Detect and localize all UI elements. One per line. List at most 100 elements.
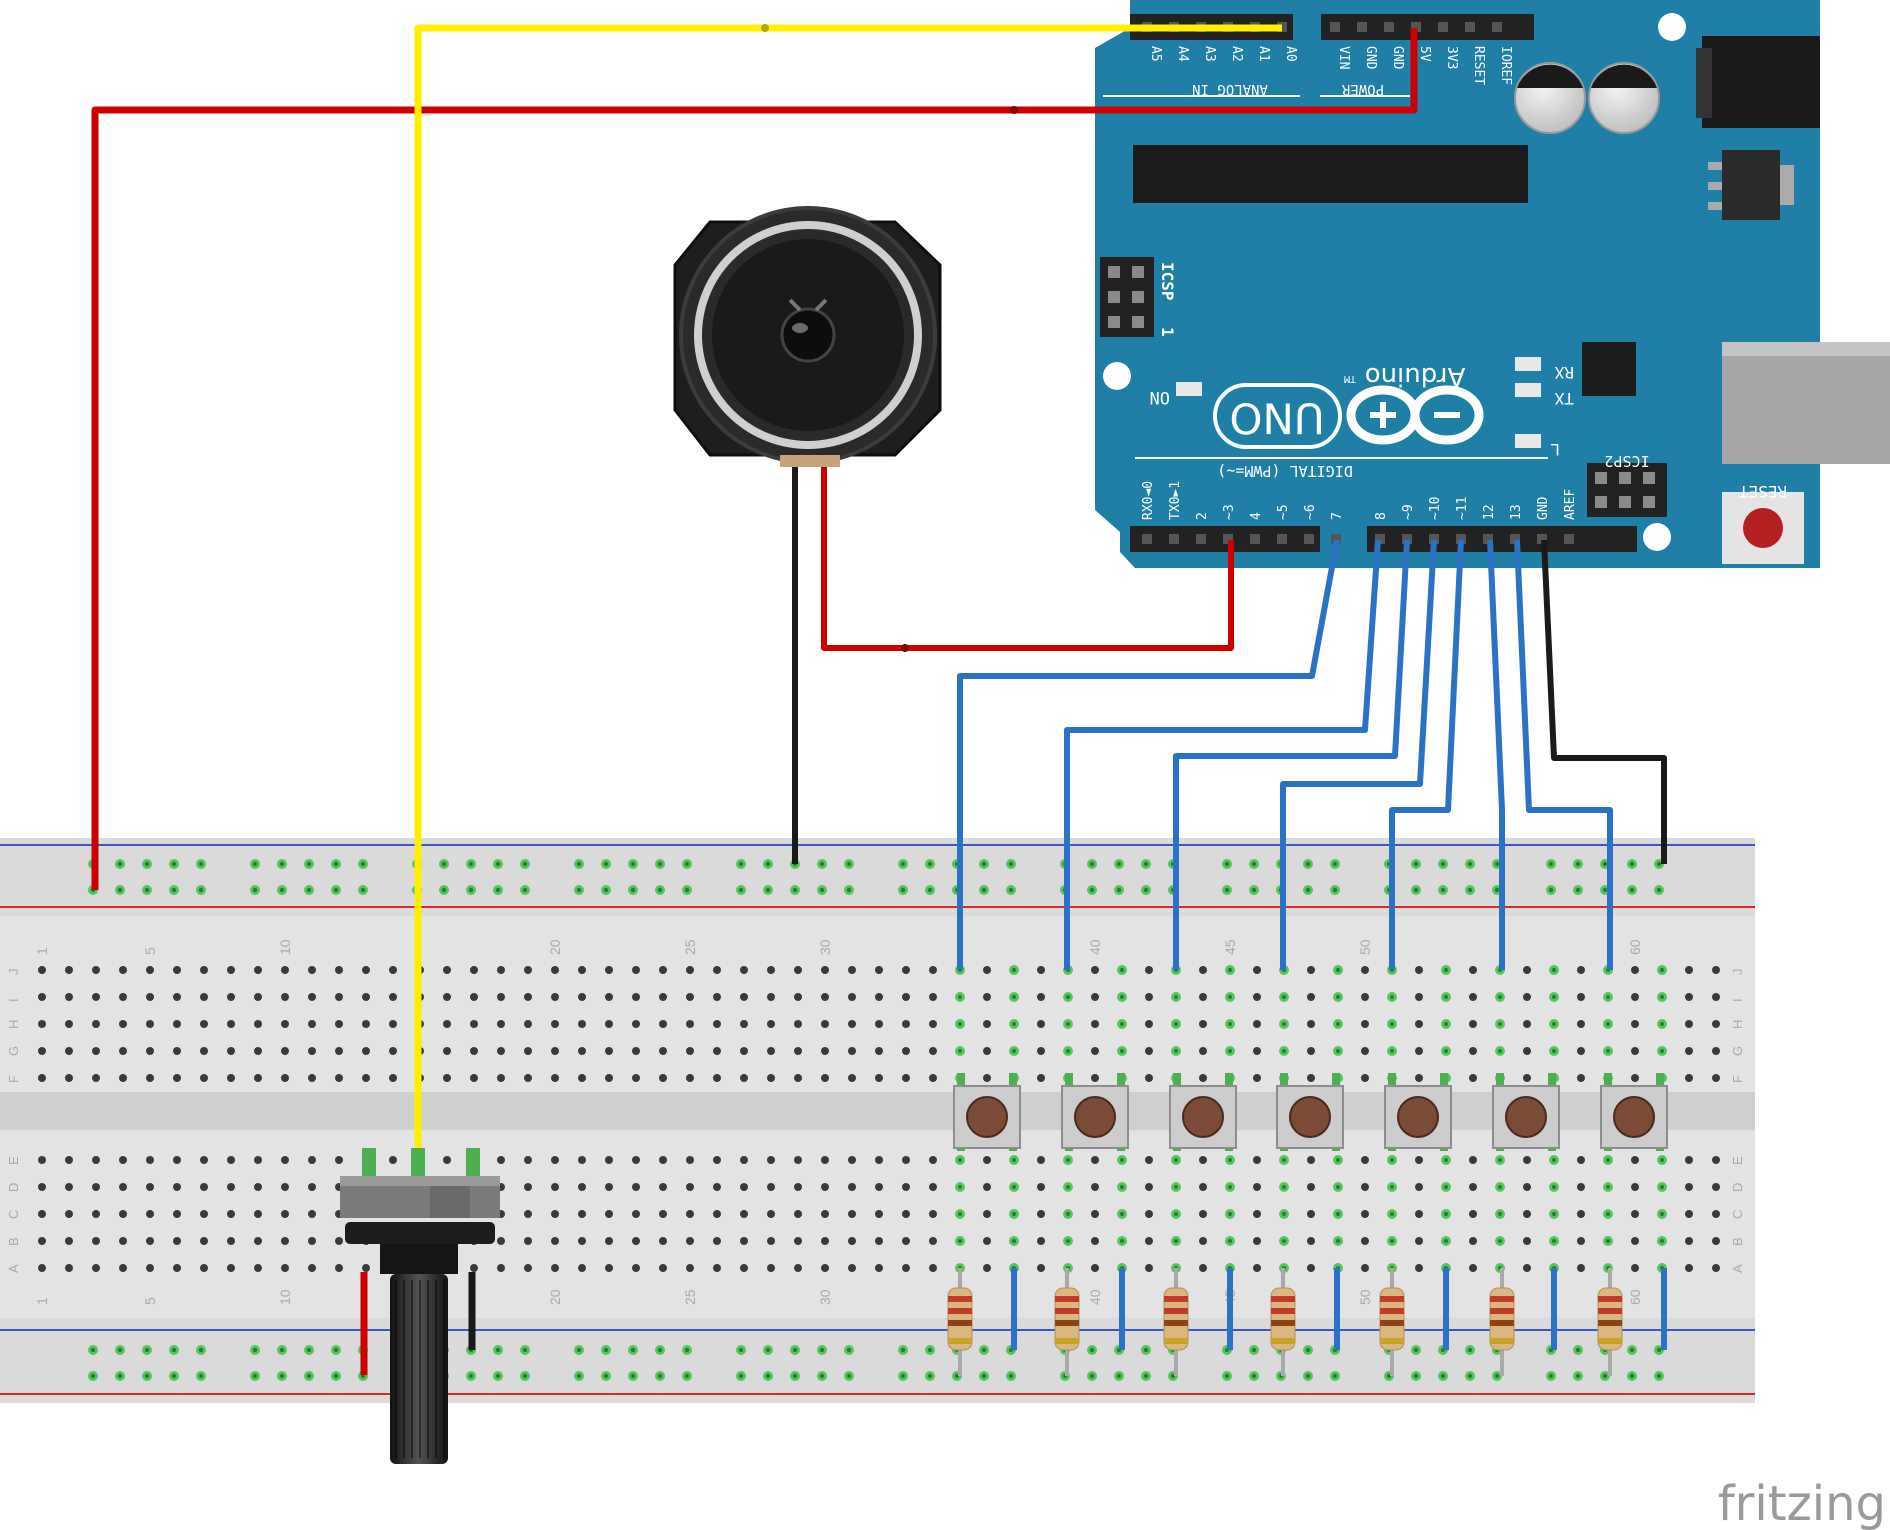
pot-knob[interactable]	[390, 1274, 448, 1464]
resistor-band	[1055, 1296, 1079, 1302]
rail-hole-core	[819, 887, 825, 893]
breadboard-hole	[767, 966, 775, 974]
breadboard-hole-core	[1444, 1022, 1448, 1026]
breadboard-hole	[1037, 1237, 1045, 1245]
breadboard-hole	[1253, 993, 1261, 1001]
rail-hole-core	[1332, 861, 1338, 867]
rail-hole-core	[171, 1373, 177, 1379]
breadboard-hole	[1415, 1237, 1423, 1245]
icsp2-pin	[1595, 496, 1607, 508]
rail-hole-core	[1467, 887, 1473, 893]
resistor-band	[948, 1320, 972, 1326]
icsp-pin	[1108, 291, 1120, 303]
breadboard-hole	[821, 1156, 829, 1164]
wire-a0-yellow	[414, 24, 1282, 1158]
breadboard-hole	[1145, 966, 1153, 974]
speaker	[673, 206, 942, 467]
rail-hole-core	[117, 887, 123, 893]
push-button[interactable]	[953, 1073, 1021, 1151]
breadboard-hole-core	[1228, 1185, 1232, 1189]
breadboard-hole	[1577, 1237, 1585, 1245]
push-button-cap	[1182, 1096, 1224, 1138]
breadboard-hole	[875, 966, 883, 974]
rail-hole-core	[522, 1373, 528, 1379]
rail-hole-core	[1089, 1373, 1095, 1379]
digital-pin-label: ~5	[1276, 504, 1291, 520]
breadboard-hole	[1091, 1074, 1099, 1082]
power-header	[1321, 14, 1534, 40]
breadboard-hole	[227, 1237, 235, 1245]
rail-hole-core	[1008, 861, 1014, 867]
breadboard-hole	[686, 1183, 694, 1191]
rail-hole-core	[171, 887, 177, 893]
breadboard-hole	[1415, 1047, 1423, 1055]
rail-hole-core	[117, 1373, 123, 1379]
rail-hole-core	[360, 861, 366, 867]
breadboard-hole-core	[1012, 995, 1016, 999]
rail-hole-core	[1413, 1373, 1419, 1379]
push-button[interactable]	[1600, 1073, 1668, 1151]
row-letter: D	[1730, 1183, 1745, 1192]
power-pin-label: GND	[1390, 46, 1405, 70]
rail-hole-core	[1251, 1373, 1257, 1379]
breadboard-hole	[497, 1264, 505, 1272]
breadboard-hole	[173, 993, 181, 1001]
breadboard-hole	[1199, 1210, 1207, 1218]
row-letter: J	[6, 969, 21, 976]
power-pin-label: 3V3	[1444, 46, 1459, 69]
breadboard-hole-core	[1228, 1049, 1232, 1053]
icsp2-label: ICSP2	[1604, 452, 1649, 470]
breadboard-hole	[146, 993, 154, 1001]
resistor-band	[1271, 1308, 1295, 1314]
push-button[interactable]	[1492, 1073, 1560, 1151]
breadboard-hole	[146, 1237, 154, 1245]
wire-pin12-blue	[1487, 539, 1505, 970]
breadboard-hole	[65, 1183, 73, 1191]
breadboard-hole	[92, 1020, 100, 1028]
push-button-leg	[1009, 1073, 1017, 1085]
digital-pin-label: 7	[1330, 512, 1345, 520]
push-button[interactable]	[1276, 1073, 1344, 1151]
breadboard-hole	[902, 966, 910, 974]
rail-hole-core	[765, 887, 771, 893]
breadboard-hole	[1307, 1020, 1315, 1028]
breadboard-hole-core	[1498, 1185, 1502, 1189]
breadboard-hole-core	[1498, 1212, 1502, 1216]
breadboard-hole	[794, 1210, 802, 1218]
rail-hole-core	[927, 1373, 933, 1379]
breadboard-hole	[200, 1156, 208, 1164]
breadboard-hole-core	[958, 1049, 962, 1053]
rail-hole-core	[738, 1373, 744, 1379]
rail-hole-core	[738, 861, 744, 867]
breadboard-hole	[173, 1210, 181, 1218]
breadboard-hole	[983, 1237, 991, 1245]
rail-hole-core	[738, 887, 744, 893]
breadboard-hole	[470, 1264, 478, 1272]
breadboard-hole-core	[1498, 1049, 1502, 1053]
breadboard-hole	[281, 1020, 289, 1028]
breadboard-hole	[308, 1210, 316, 1218]
push-button[interactable]	[1061, 1073, 1129, 1151]
rail-hole-core	[1251, 861, 1257, 867]
push-button[interactable]	[1384, 1073, 1452, 1151]
breadboard-hole	[1037, 1020, 1045, 1028]
breadboard-hole	[902, 993, 910, 1001]
breadboard-hole-core	[1498, 1239, 1502, 1243]
breadboard-hole	[1415, 1156, 1423, 1164]
breadboard-hole	[1685, 1047, 1693, 1055]
resistor-band	[1490, 1320, 1514, 1326]
rail-hole-core	[522, 861, 528, 867]
rail-hole-core	[846, 1347, 852, 1353]
reset-button[interactable]	[1743, 508, 1783, 548]
breadboard-hole	[497, 1156, 505, 1164]
breadboard-hole	[92, 1156, 100, 1164]
breadboard-hole	[740, 1237, 748, 1245]
breadboard-hole-core	[1390, 1049, 1394, 1053]
column-number: 10	[277, 1289, 293, 1305]
breadboard-hole	[713, 1156, 721, 1164]
breadboard-hole	[1307, 966, 1315, 974]
push-button[interactable]	[1169, 1073, 1237, 1151]
breadboard-hole	[740, 1264, 748, 1272]
rail-hole-core	[630, 1347, 636, 1353]
wire-speaker-red	[821, 467, 1234, 651]
